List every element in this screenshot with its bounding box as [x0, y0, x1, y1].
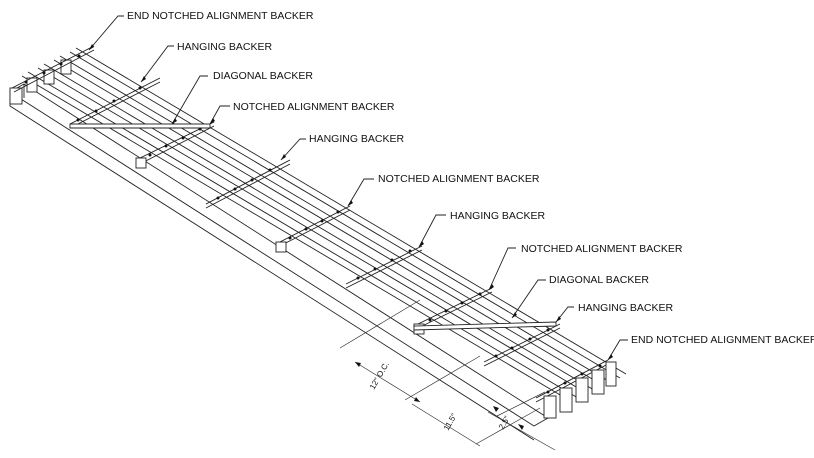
- dimension-lines: [339, 299, 556, 451]
- end-blocks-right: [543, 361, 617, 419]
- label-notched-alignment-backer-2: NOTCHED ALIGNMENT BACKER: [378, 173, 540, 185]
- bolts: [24, 54, 602, 394]
- label-diagonal-backer-2: DIAGONAL BACKER: [549, 274, 649, 286]
- label-diagonal-backer-1: DIAGONAL BACKER: [213, 70, 313, 82]
- label-hanging-backer-4: HANGING BACKER: [578, 302, 674, 314]
- backer-7: [345, 245, 423, 285]
- label-notched-alignment-backer-1: NOTCHED ALIGNMENT BACKER: [233, 101, 395, 113]
- end-blocks-left: [9, 59, 72, 105]
- backer-1: [11, 45, 95, 89]
- dim-thickness: 2.5": [497, 414, 512, 431]
- leader-lines: [88, 15, 628, 361]
- label-end-notched-alignment-backer-2: END NOTCHED ALIGNMENT BACKER: [631, 334, 814, 346]
- label-hanging-backer-3: HANGING BACKER: [450, 210, 546, 222]
- backers: [11, 45, 609, 403]
- dim-width: 11.5": [442, 412, 459, 432]
- dim-spacing: 12" O.C.: [368, 360, 391, 391]
- label-end-notched-alignment-backer-1: END NOTCHED ALIGNMENT BACKER: [127, 10, 314, 22]
- backer-10: [483, 323, 561, 363]
- label-hanging-backer-1: HANGING BACKER: [177, 41, 273, 53]
- base-slab: [9, 83, 549, 441]
- callout-labels: END NOTCHED ALIGNMENT BACKER HANGING BAC…: [127, 10, 814, 346]
- label-notched-alignment-backer-3: NOTCHED ALIGNMENT BACKER: [521, 243, 683, 255]
- diagonal-backers: [69, 123, 557, 331]
- label-hanging-backer-2: HANGING BACKER: [309, 133, 405, 145]
